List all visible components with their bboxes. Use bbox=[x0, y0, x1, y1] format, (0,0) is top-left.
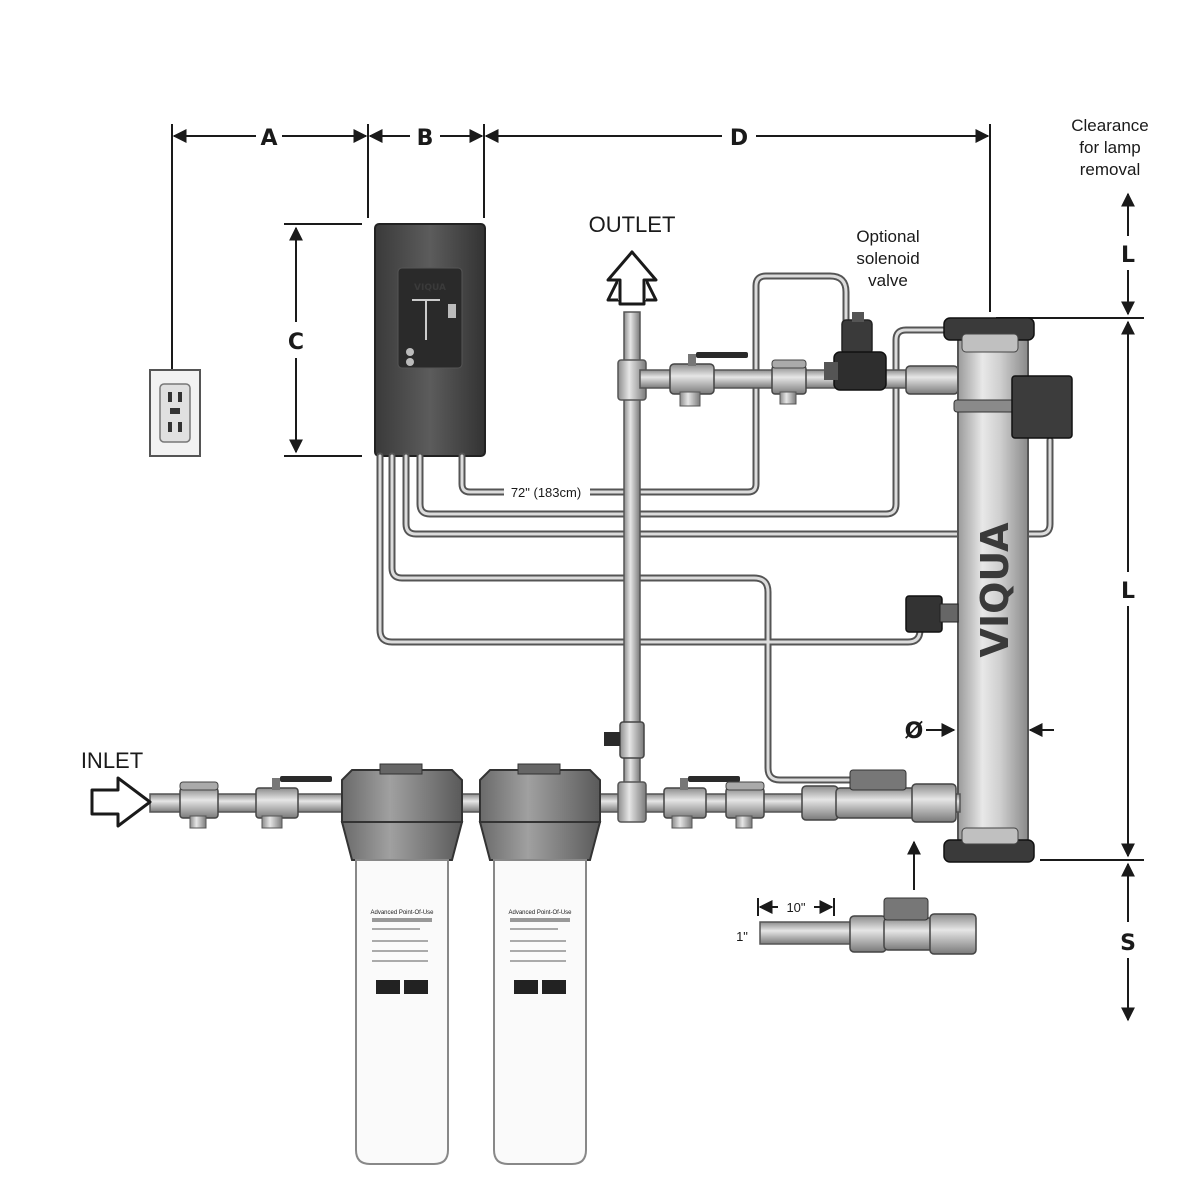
diameter-label: Ø bbox=[905, 719, 924, 744]
flow-sensor-detail bbox=[759, 897, 977, 955]
upper-sample-valve bbox=[771, 359, 807, 405]
dimension-right bbox=[996, 192, 1144, 1022]
solenoid-line-3: valve bbox=[868, 271, 908, 290]
solenoid-valve bbox=[824, 312, 887, 391]
controller-unit: VIQUA bbox=[374, 223, 486, 457]
chamber-brand: VIQUA bbox=[973, 522, 1017, 658]
dimension-c bbox=[284, 223, 362, 457]
wall-outlet bbox=[149, 369, 201, 457]
outlet-arrow-shape bbox=[606, 250, 658, 306]
ballast-box bbox=[1011, 375, 1073, 439]
clearance-line-3: removal bbox=[1080, 160, 1140, 179]
cable-length-label: 72" (183cm) bbox=[511, 485, 581, 500]
sensor-spacing-label: 10" bbox=[786, 900, 805, 915]
detail-dimension bbox=[757, 898, 835, 916]
dim-a-label: A bbox=[260, 126, 277, 151]
outlet-ball-valve bbox=[663, 776, 740, 829]
dim-l-chamber-label: L bbox=[1121, 579, 1135, 604]
chamber-outlet-fitting bbox=[905, 365, 959, 395]
dim-d-label: D bbox=[730, 126, 748, 151]
clearance-line-1: Clearance bbox=[1071, 116, 1149, 135]
dim-l-clearance-label: L bbox=[1121, 243, 1135, 268]
controller-brand: VIQUA bbox=[414, 283, 446, 293]
uv-sensor bbox=[905, 595, 959, 633]
filter-2-label: Advanced Point-Of-Use bbox=[508, 910, 572, 916]
outlet-label: OUTLET bbox=[589, 212, 676, 237]
inlet-label: INLET bbox=[81, 748, 143, 773]
dim-b-label: B bbox=[417, 126, 434, 151]
dim-s-label: S bbox=[1120, 931, 1136, 956]
flow-sensor bbox=[801, 769, 957, 823]
pipe-size-label: 1" bbox=[736, 929, 748, 944]
filter-housing-2 bbox=[478, 763, 602, 1165]
solenoid-line-1: Optional bbox=[856, 227, 919, 246]
cable-length-bg bbox=[504, 482, 590, 502]
dim-c-label: C bbox=[288, 330, 304, 355]
uv-chamber bbox=[943, 317, 1035, 863]
upper-ball-valve bbox=[669, 352, 748, 407]
filter-1-label: Advanced Point-Of-Use bbox=[370, 910, 434, 916]
dimension-top bbox=[171, 124, 991, 370]
solenoid-line-2: solenoid bbox=[856, 249, 919, 268]
lower-tee-fitting bbox=[617, 781, 647, 823]
filter-housing-1 bbox=[340, 763, 464, 1165]
inlet-arrow bbox=[90, 776, 152, 828]
clearance-line-2: for lamp bbox=[1079, 138, 1140, 157]
inlet-sample-valve bbox=[179, 781, 219, 829]
inlet-ball-valve bbox=[255, 776, 332, 829]
pre-chamber-sample-valve bbox=[725, 781, 765, 829]
riser-check-valve bbox=[604, 721, 645, 759]
